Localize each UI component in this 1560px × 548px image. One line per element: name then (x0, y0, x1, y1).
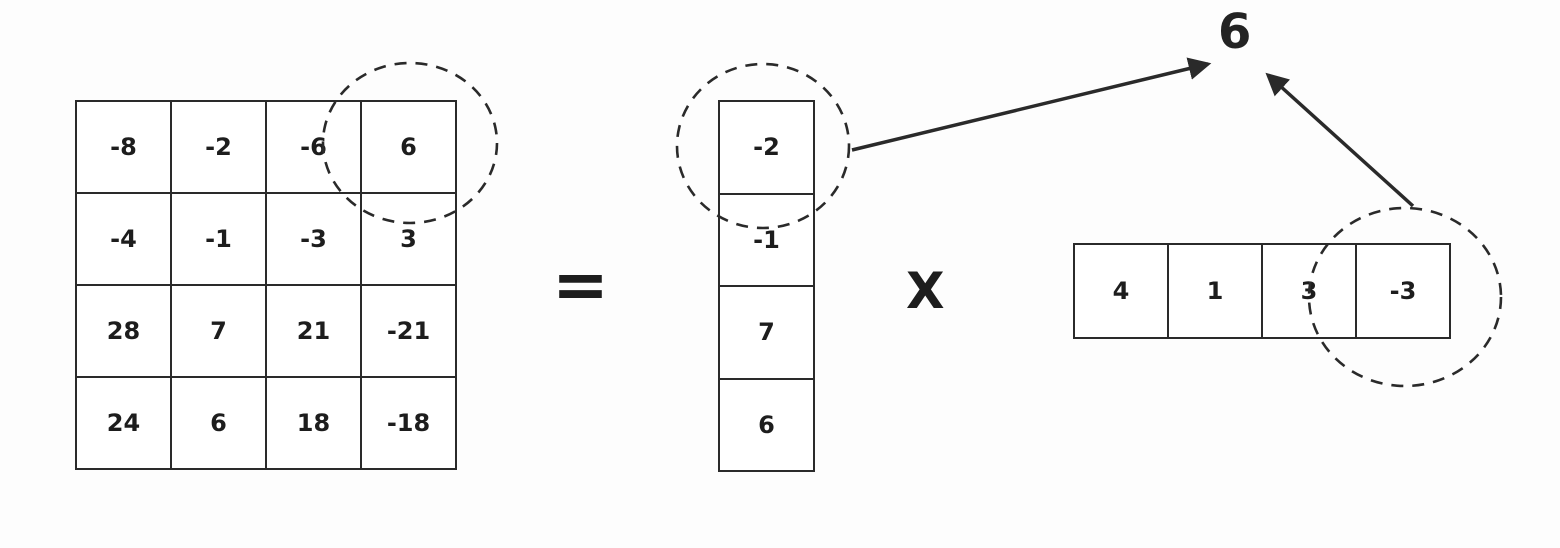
matrix-cell: 3 (361, 193, 456, 285)
result-value: 6 (1218, 4, 1252, 60)
matrix-cell: 28 (76, 285, 171, 377)
matrix-cell: 6 (171, 377, 266, 469)
row-vector: 4 1 3 -3 (1073, 243, 1451, 339)
matrix-cell: -8 (76, 101, 171, 193)
column-vector-cell-highlighted: -2 (719, 101, 814, 194)
row-vector-cell: 1 (1168, 244, 1262, 338)
matrix-cell: 7 (171, 285, 266, 377)
matrix-cell-highlighted: 6 (361, 101, 456, 193)
column-vector-cell: 6 (719, 378, 814, 471)
matrix-cell: 24 (76, 377, 171, 469)
column-vector-cell: -1 (719, 193, 814, 286)
product-matrix: -8 -2 -6 6 -4 -1 -3 3 28 7 21 -21 24 6 1… (75, 100, 457, 470)
matrix-cell: -2 (171, 101, 266, 193)
matrix-cell: -18 (361, 377, 456, 469)
matrix-cell: -21 (361, 285, 456, 377)
column-vector-cell: 7 (719, 286, 814, 379)
row-vector-cell: 3 (1262, 244, 1356, 338)
matrix-cell: -3 (266, 193, 361, 285)
matrix-cell: 21 (266, 285, 361, 377)
column-vector: -2 -1 7 6 (718, 100, 815, 472)
matrix-cell: -4 (76, 193, 171, 285)
multiply-sign: X (906, 262, 945, 320)
row-vector-cell-highlighted: -3 (1356, 244, 1450, 338)
matrix-cell: -6 (266, 101, 361, 193)
equals-sign: = (552, 246, 609, 325)
matrix-cell: -1 (171, 193, 266, 285)
arrow-row-to-result (1265, 72, 1415, 208)
arrow-column-to-result (851, 57, 1212, 152)
row-vector-cell: 4 (1074, 244, 1168, 338)
matrix-cell: 18 (266, 377, 361, 469)
